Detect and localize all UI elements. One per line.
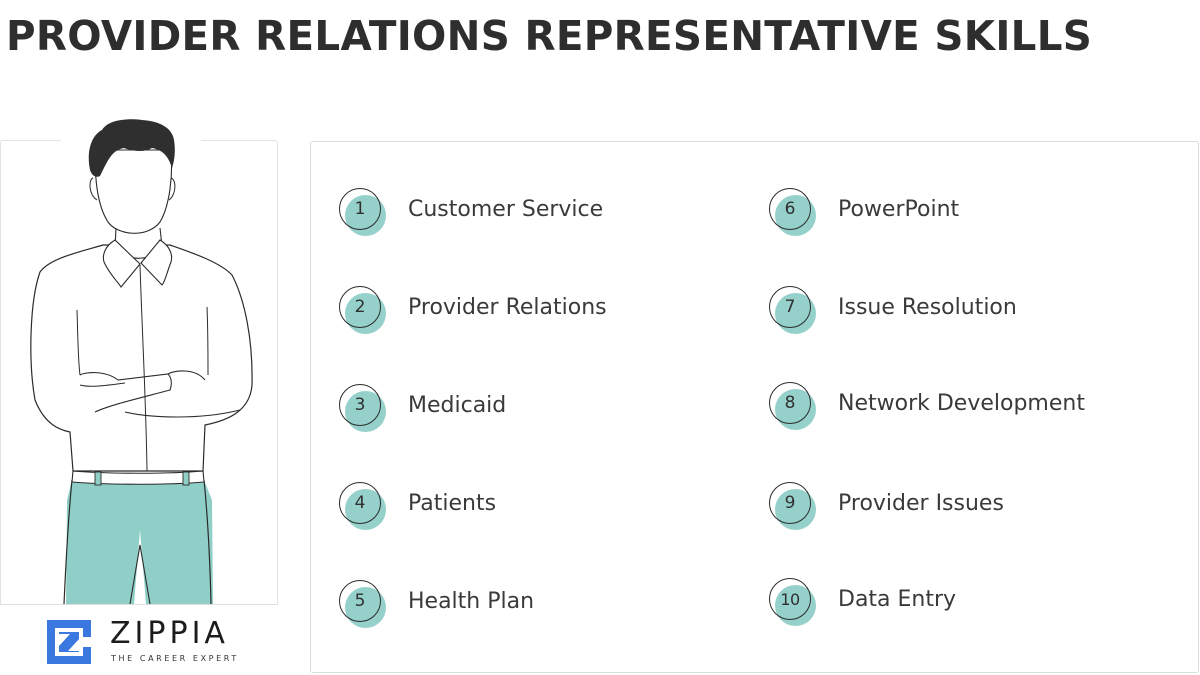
skill-item-4: 4 Patients (339, 482, 496, 532)
brand-tagline: THE CAREER EXPERT (111, 654, 239, 663)
skill-label: Customer Service (408, 196, 604, 222)
badge-ring (339, 580, 381, 622)
number-badge: 10 (769, 578, 819, 628)
badge-ring (769, 578, 811, 620)
badge-ring (339, 286, 381, 328)
badge-ring (339, 188, 381, 230)
skill-label: Health Plan (408, 588, 535, 614)
skill-label: PowerPoint (838, 196, 960, 222)
brand-footer: ZIPPIA THE CAREER EXPERT (0, 604, 278, 672)
skill-label: Issue Resolution (838, 294, 1017, 320)
skill-number: 3 (354, 395, 366, 415)
skill-item-2: 2 Provider Relations (339, 286, 607, 336)
skill-item-7: 7 Issue Resolution (769, 286, 1017, 336)
person-illustration (30, 119, 253, 605)
skill-item-9: 9 Provider Issues (769, 482, 1004, 532)
badge-ring (339, 482, 381, 524)
skill-number: 2 (354, 297, 366, 317)
number-badge: 5 (339, 580, 389, 630)
skill-item-6: 6 PowerPoint (769, 188, 959, 238)
skill-label: Network Development (838, 390, 1085, 416)
badge-ring (769, 188, 811, 230)
skill-label: Data Entry (838, 586, 957, 612)
badge-ring (339, 384, 381, 426)
skill-item-1: 1 Customer Service (339, 188, 603, 238)
number-badge: 2 (339, 286, 389, 336)
number-badge: 3 (339, 384, 389, 434)
number-badge: 6 (769, 188, 819, 238)
skill-item-5: 5 Health Plan (339, 580, 534, 630)
number-badge: 1 (339, 188, 389, 238)
zippia-logo-icon (47, 620, 91, 664)
skill-label: Patients (408, 490, 497, 516)
skill-label: Medicaid (408, 392, 507, 418)
number-badge: 7 (769, 286, 819, 336)
badge-ring (769, 382, 811, 424)
skill-item-10: 10 Data Entry (769, 578, 956, 628)
page-title: PROVIDER RELATIONS REPRESENTATIVE SKILLS (6, 12, 1093, 60)
number-badge: 8 (769, 382, 819, 432)
skill-number: 9 (784, 493, 796, 513)
skill-item-3: 3 Medicaid (339, 384, 506, 434)
skills-card (310, 141, 1199, 673)
skill-item-8: 8 Network Development (769, 382, 1085, 432)
skill-number: 6 (784, 199, 796, 219)
skill-number: 7 (784, 297, 796, 317)
badge-ring (769, 482, 811, 524)
skill-number: 8 (784, 393, 796, 413)
badge-ring (769, 286, 811, 328)
skill-label: Provider Relations (408, 294, 607, 320)
skill-number: 10 (780, 589, 800, 609)
skill-number: 5 (354, 591, 366, 611)
brand-name: ZIPPIA (110, 616, 229, 651)
skill-label: Provider Issues (838, 490, 1004, 516)
skill-number: 4 (354, 493, 366, 513)
number-badge: 4 (339, 482, 389, 532)
number-badge: 9 (769, 482, 819, 532)
skill-number: 1 (354, 199, 366, 219)
